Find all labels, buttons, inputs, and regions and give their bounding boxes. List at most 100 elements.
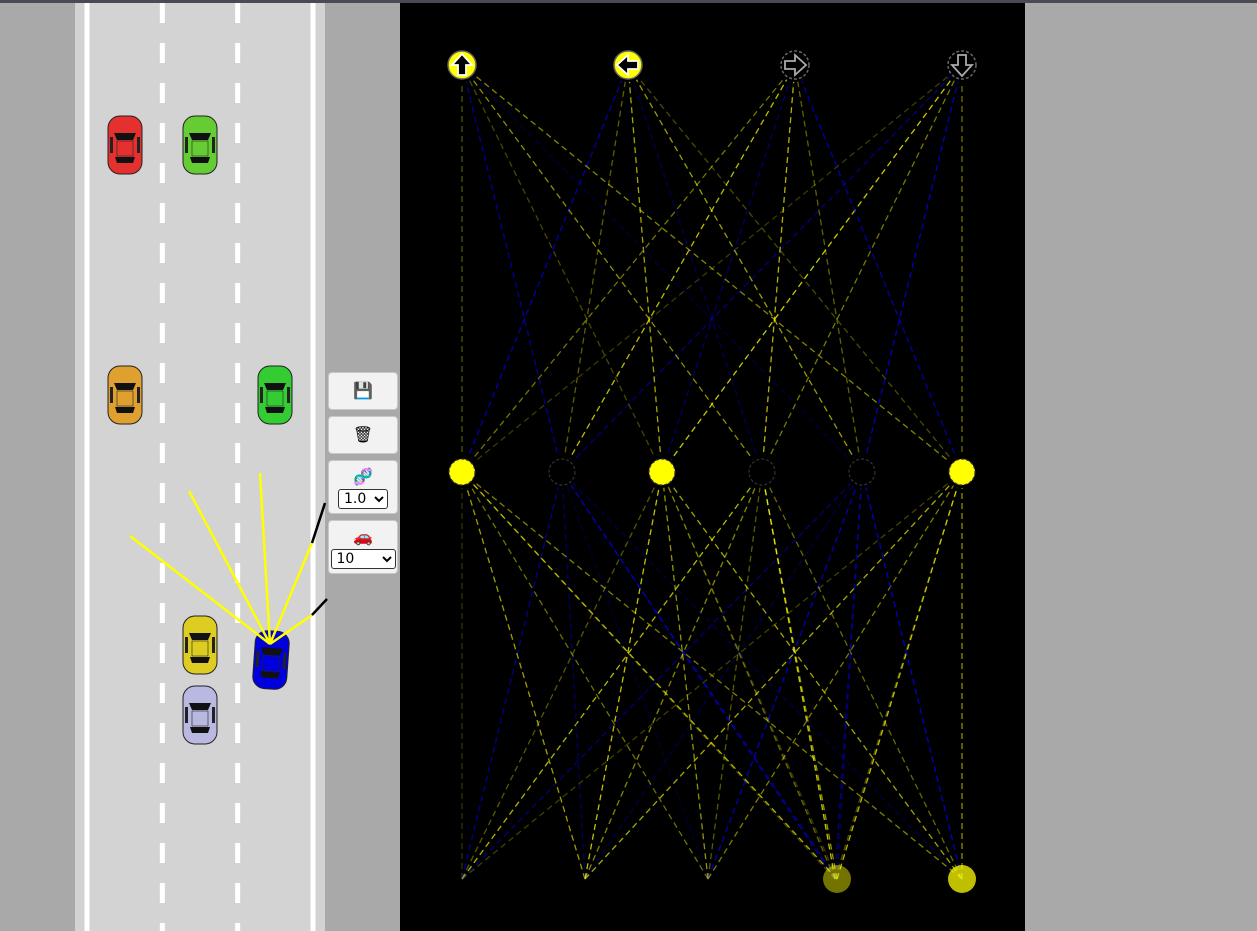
red-car bbox=[107, 115, 143, 175]
network-connection bbox=[627, 64, 963, 473]
road-view bbox=[75, 3, 325, 931]
network-background bbox=[400, 3, 1025, 931]
car-windshield bbox=[189, 133, 211, 140]
control-panel: 💾 🗑 🧬 1.0 🚗 10 bbox=[328, 372, 398, 574]
car-count-select[interactable]: 10 bbox=[330, 549, 396, 569]
car-windshield bbox=[114, 133, 136, 140]
network-connection bbox=[834, 471, 863, 880]
car-canvas bbox=[75, 3, 325, 931]
network-connection bbox=[584, 471, 763, 880]
car-windshield bbox=[189, 633, 211, 640]
network-connection bbox=[836, 471, 863, 880]
car-windshield bbox=[260, 647, 283, 656]
car-right-window bbox=[282, 652, 287, 670]
input-neuron bbox=[571, 865, 599, 893]
down-arrow-icon bbox=[949, 54, 975, 78]
network-connection bbox=[561, 471, 709, 880]
window-top-bar bbox=[0, 0, 1257, 3]
network-connection bbox=[461, 64, 629, 473]
car-left-window bbox=[110, 137, 113, 153]
mutation-control: 🧬 1.0 bbox=[328, 460, 398, 514]
network-connection bbox=[461, 64, 863, 473]
car-roof bbox=[261, 655, 280, 672]
car-left-window bbox=[185, 637, 188, 653]
network-connection bbox=[561, 64, 963, 473]
network-connection bbox=[461, 471, 863, 880]
neural-network-diagram bbox=[400, 3, 1025, 931]
network-connection bbox=[561, 64, 796, 473]
discard-button[interactable]: 🗑 bbox=[328, 416, 398, 454]
hidden-neuron bbox=[448, 458, 476, 486]
car-icon: 🚗 bbox=[353, 527, 373, 546]
up-arrow-icon bbox=[449, 52, 475, 76]
yellow-car bbox=[182, 615, 218, 675]
save-button[interactable]: 💾 bbox=[328, 372, 398, 410]
network-connection bbox=[627, 64, 863, 473]
network-canvas bbox=[400, 3, 1025, 931]
car-count-control: 🚗 10 bbox=[328, 520, 398, 574]
network-connection bbox=[661, 471, 838, 880]
car-roof bbox=[116, 140, 134, 157]
network-connection bbox=[661, 64, 796, 473]
hidden-neuron bbox=[548, 458, 576, 486]
trash-icon: 🗑 bbox=[352, 425, 374, 444]
network-connection bbox=[661, 471, 709, 880]
car-roof bbox=[191, 140, 209, 157]
network-connection bbox=[794, 64, 863, 473]
network-connection bbox=[461, 471, 586, 880]
car-rear-window bbox=[115, 157, 135, 163]
network-connection bbox=[561, 471, 586, 880]
network-connection bbox=[461, 64, 763, 473]
car-left-window bbox=[255, 650, 260, 668]
network-connection bbox=[836, 471, 963, 880]
left-arrow-icon bbox=[615, 52, 639, 78]
green-car bbox=[182, 115, 218, 175]
network-connection bbox=[561, 64, 629, 473]
car-right-window bbox=[287, 387, 290, 403]
car-left-window bbox=[110, 387, 113, 403]
network-connection bbox=[461, 64, 796, 473]
network-connection bbox=[584, 471, 863, 880]
car-right-window bbox=[137, 387, 140, 403]
orange-car bbox=[107, 365, 143, 425]
network-connection bbox=[707, 471, 863, 880]
car-roof bbox=[191, 640, 209, 657]
input-neuron bbox=[823, 865, 851, 893]
hidden-neuron bbox=[748, 458, 776, 486]
network-connection bbox=[761, 471, 838, 880]
dna-icon: 🧬 bbox=[353, 467, 373, 486]
car-right-window bbox=[212, 707, 215, 723]
network-connection bbox=[461, 64, 963, 473]
car-windshield bbox=[114, 383, 136, 390]
car-rear-window bbox=[190, 157, 210, 163]
car-rear-window bbox=[190, 727, 210, 733]
network-connection bbox=[761, 471, 963, 880]
mutation-select[interactable]: 1.0 bbox=[338, 489, 388, 509]
car-rear-window bbox=[190, 657, 210, 663]
network-connection bbox=[561, 471, 836, 880]
network-connection bbox=[794, 64, 963, 473]
green-car-2 bbox=[257, 365, 293, 425]
car-windshield bbox=[189, 703, 211, 710]
ghost-car bbox=[182, 685, 218, 745]
network-connection bbox=[627, 64, 663, 473]
input-neuron bbox=[948, 865, 976, 893]
car-right-window bbox=[212, 637, 215, 653]
network-connection bbox=[584, 471, 963, 880]
network-connection bbox=[461, 471, 663, 880]
car-left-window bbox=[260, 387, 263, 403]
hidden-neuron bbox=[648, 458, 676, 486]
hidden-neuron bbox=[948, 458, 976, 486]
car-left-window bbox=[185, 137, 188, 153]
network-connection bbox=[461, 64, 663, 473]
car-roof bbox=[266, 390, 284, 407]
right-arrow-icon bbox=[784, 52, 808, 78]
floppy-disk-icon: 💾 bbox=[353, 381, 373, 400]
car-windshield bbox=[264, 383, 286, 390]
network-connection bbox=[707, 471, 763, 880]
network-connection bbox=[584, 471, 663, 880]
car-rear-window bbox=[260, 671, 281, 679]
car-roof bbox=[116, 390, 134, 407]
network-connection bbox=[761, 64, 963, 473]
network-connection bbox=[761, 64, 796, 473]
